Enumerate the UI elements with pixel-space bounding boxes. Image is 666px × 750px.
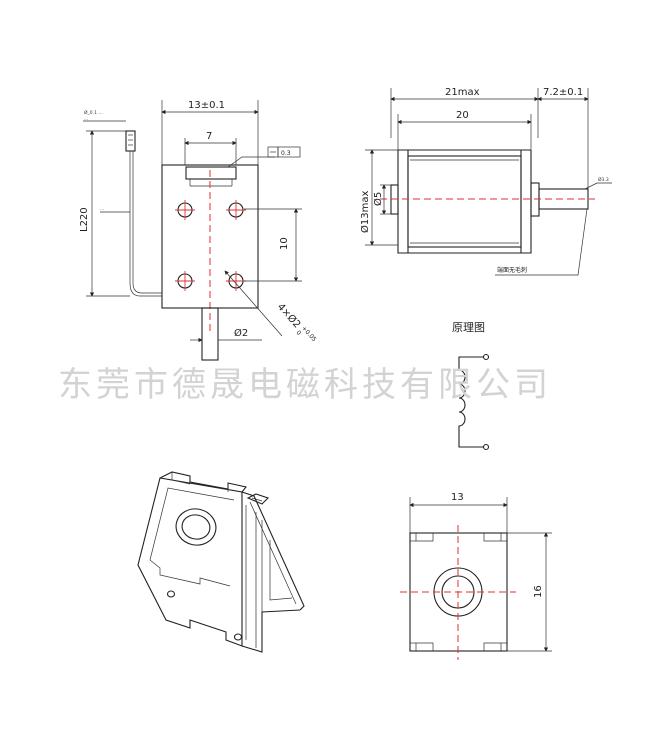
iso-side-bottom	[241, 609, 301, 653]
schematic: 原理图	[452, 321, 490, 451]
end-note-leader	[495, 208, 588, 276]
body-length-label: 20	[456, 110, 469, 121]
lead-wire	[129, 151, 162, 297]
bottom-notch	[415, 642, 434, 651]
bottom-notch	[483, 642, 502, 651]
side-frame-right	[520, 150, 532, 254]
shaft-note: Ø3.3	[598, 176, 609, 183]
terminal	[482, 353, 490, 361]
hole-callout-leader	[224, 270, 283, 337]
outer-diameter-label: Ø13max	[359, 191, 371, 233]
iso-bore-outer	[175, 508, 217, 546]
lead-wire	[132, 151, 162, 294]
iso-connector	[246, 493, 270, 505]
iso-front-face	[137, 477, 243, 647]
iso-bore-inner	[181, 514, 211, 540]
iso-hole	[233, 633, 243, 641]
iso-side-top	[241, 491, 305, 611]
wire-length-label: L220	[79, 207, 90, 232]
wire-note-2: ...	[84, 117, 88, 122]
iso-bottom-lip	[149, 559, 231, 587]
company-watermark: 东莞市德晟电磁科技有限公司	[58, 365, 552, 405]
bottom-view: 13 16	[400, 492, 552, 660]
wire-note-3: ...	[100, 207, 104, 212]
stroke-dimension-label: 7.2±0.1	[543, 87, 583, 98]
inner-diameter-label: Ø5	[372, 192, 384, 206]
max-length-label: 21max	[445, 87, 480, 98]
hole-centerlines	[175, 200, 246, 291]
flatness-leader	[227, 156, 275, 168]
iso-inner-edge	[149, 487, 235, 561]
bottom-notch	[483, 533, 502, 542]
coil-symbol	[458, 356, 484, 448]
plunger-shaft	[201, 307, 219, 361]
slot-dimension-label: 7	[206, 131, 212, 142]
terminal	[482, 443, 490, 451]
wire-connector	[125, 130, 136, 152]
flatness-frame-value	[277, 146, 301, 158]
hole-spacing-label: 10	[279, 237, 290, 250]
end-note: 端面无毛刺	[497, 266, 527, 274]
front-view: 13±0.1 7 0.3 10	[79, 100, 322, 361]
bottom-height-label: 16	[533, 585, 544, 598]
bottom-width-label: 13	[451, 492, 464, 503]
iso-hole	[166, 590, 176, 598]
bottom-notch	[415, 533, 434, 542]
plunger-dimension-label: Ø2	[234, 327, 248, 339]
hole-callout-label: 4×Ø2 +0.05 0	[273, 299, 322, 350]
front-top-slot	[185, 166, 237, 180]
wire-note-1: Ø_0.1 ...	[84, 109, 103, 116]
shaft-note-leader	[584, 182, 612, 190]
coil-body	[407, 155, 522, 248]
isometric-view	[137, 471, 305, 653]
flatness-value: 0.3	[281, 150, 291, 157]
width-dimension-label: 13±0.1	[188, 100, 225, 111]
iso-top-flange	[159, 471, 247, 493]
schematic-title: 原理图	[452, 321, 485, 334]
side-view: 21max 7.2±0.1 20 Ø13max Ø5	[359, 87, 612, 276]
side-frame-left	[397, 150, 409, 254]
